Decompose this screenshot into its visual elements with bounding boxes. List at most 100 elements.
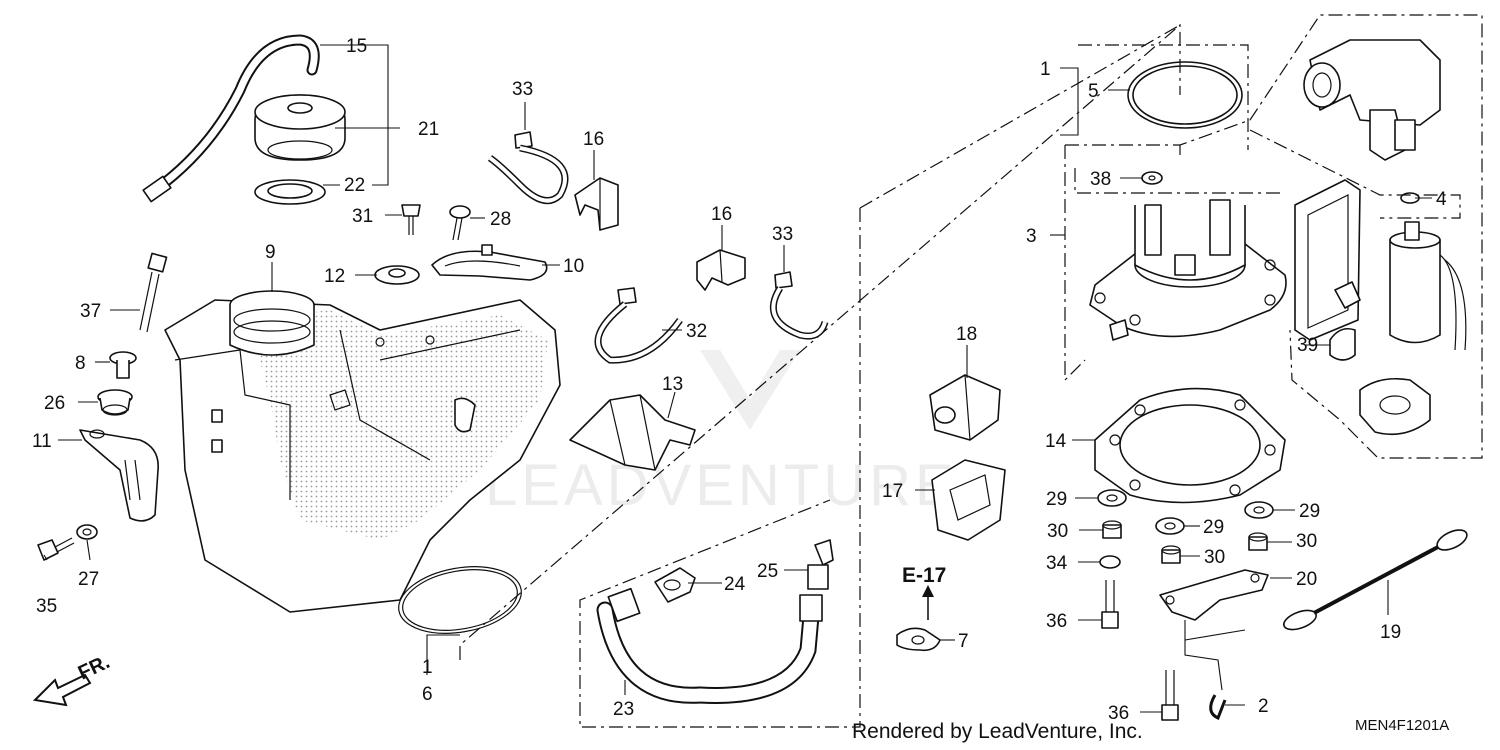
washer-part-34 [1099, 555, 1121, 569]
washer-part-38 [1141, 171, 1163, 185]
callout-18: 18 [956, 324, 977, 345]
washer-part-27 [76, 524, 98, 540]
bolt-part-28 [449, 205, 471, 241]
callout-17: 17 [882, 481, 903, 502]
washer-part-29-left [1097, 489, 1127, 507]
heat-protector-part-13 [569, 394, 696, 471]
reference-arrow-e17 [922, 585, 934, 620]
cushion-part-16-top [574, 177, 619, 231]
fuel-cap-part-21 [254, 94, 346, 161]
group-outlines [459, 14, 1483, 728]
callout-26: 26 [44, 393, 65, 414]
callout-25: 25 [757, 561, 778, 582]
callout-labels: 15 21 22 33 16 31 28 10 12 9 37 8 26 11 … [32, 36, 1447, 724]
callout-16: 16 [583, 129, 604, 150]
washer-part-29-center [1155, 517, 1185, 535]
callout-13: 13 [662, 374, 683, 395]
pump-lower-holder [1359, 377, 1431, 436]
grommet-part-12 [374, 265, 420, 285]
clip-part-2 [1209, 694, 1227, 721]
bolt-part-36-bottom [1161, 670, 1179, 721]
callout-11: 11 [32, 431, 52, 452]
o-ring-part-5 [1127, 61, 1243, 129]
callout-30: 30 [1296, 531, 1317, 552]
joint-part-25 [807, 539, 834, 590]
watermark-text: LEADVENTURE [485, 453, 958, 518]
callout-1: 1 [1040, 59, 1051, 80]
pump-base-part-3 [1089, 199, 1287, 341]
clamp-part-24 [654, 567, 696, 603]
tank-band-part-6 [398, 566, 522, 634]
cap-gasket-part-22 [254, 179, 326, 205]
clip-part-7 [896, 627, 941, 652]
credit-text: Rendered by LeadVenture, Inc. [852, 720, 1143, 743]
callout-1: 1 [422, 657, 433, 678]
bolt-part-37 [139, 252, 168, 333]
bracket-part-11 [79, 429, 159, 522]
bracket-part-20 [1159, 569, 1269, 621]
callout-8: 8 [75, 353, 86, 374]
callout-28: 28 [490, 209, 511, 230]
callout-38: 38 [1090, 169, 1111, 190]
washer-part-29-right [1244, 501, 1274, 519]
bolt-part-31 [401, 204, 421, 235]
callout-32: 32 [686, 321, 707, 342]
reference-label-e17: E-17 [902, 564, 946, 587]
callout-6: 6 [422, 684, 433, 705]
cushion-part-16-mid [696, 249, 746, 291]
callout-16: 16 [711, 204, 732, 225]
fuel-tank-part-9 [164, 290, 561, 613]
breather-tube-part-15 [142, 34, 320, 203]
nut-part-30-center [1161, 545, 1181, 564]
callout-31: 31 [352, 206, 373, 227]
band-part-32 [594, 287, 683, 364]
pump-gasket-part-14 [1094, 387, 1286, 504]
cushion-part-18 [929, 374, 1001, 441]
nut-part-30-left [1102, 520, 1122, 539]
callout-21: 21 [418, 119, 439, 140]
callout-34: 34 [1046, 553, 1068, 574]
callout-23: 23 [613, 699, 634, 720]
band-part-33-mid [769, 271, 829, 340]
callout-37: 37 [80, 301, 101, 322]
callout-14: 14 [1045, 431, 1067, 452]
collar-part-8 [109, 351, 137, 379]
callout-29: 29 [1046, 489, 1067, 510]
grommet-part-26 [97, 389, 133, 416]
callout-15: 15 [346, 36, 367, 57]
fuel-pump-motor [1389, 221, 1467, 351]
callout-7: 7 [958, 631, 969, 652]
callout-5: 5 [1088, 81, 1099, 102]
stay-plate-part-10 [431, 244, 548, 281]
retainer-part-39 [1329, 327, 1356, 361]
callout-22: 22 [344, 175, 365, 196]
callout-36: 36 [1108, 703, 1129, 724]
callout-30: 30 [1204, 547, 1225, 568]
pump-filter [1294, 179, 1361, 341]
bolt-part-36-left [1101, 580, 1119, 629]
callout-19: 19 [1380, 622, 1401, 643]
callout-2: 2 [1258, 696, 1269, 717]
callout-36: 36 [1046, 611, 1067, 632]
callout-4: 4 [1436, 189, 1447, 210]
callout-20: 20 [1296, 569, 1317, 590]
callout-27: 27 [78, 569, 99, 590]
callout-35: 35 [36, 596, 57, 617]
fuel-hose-part-23 [596, 587, 823, 704]
strap-part-19 [1282, 529, 1468, 631]
pump-sender-unit [1303, 39, 1441, 161]
leader-lines [43, 44, 1432, 713]
callout-9: 9 [265, 242, 276, 263]
watermark-logo: LEADVENTURE [485, 350, 958, 518]
callout-29: 29 [1203, 517, 1224, 538]
bolt-part-35 [37, 537, 75, 561]
callout-30: 30 [1047, 521, 1068, 542]
callout-29: 29 [1299, 501, 1320, 522]
callout-3: 3 [1026, 226, 1037, 247]
callout-12: 12 [324, 266, 345, 287]
front-direction-arrow [32, 673, 92, 707]
nut-part-30-right [1248, 532, 1268, 551]
callout-10: 10 [563, 256, 584, 277]
